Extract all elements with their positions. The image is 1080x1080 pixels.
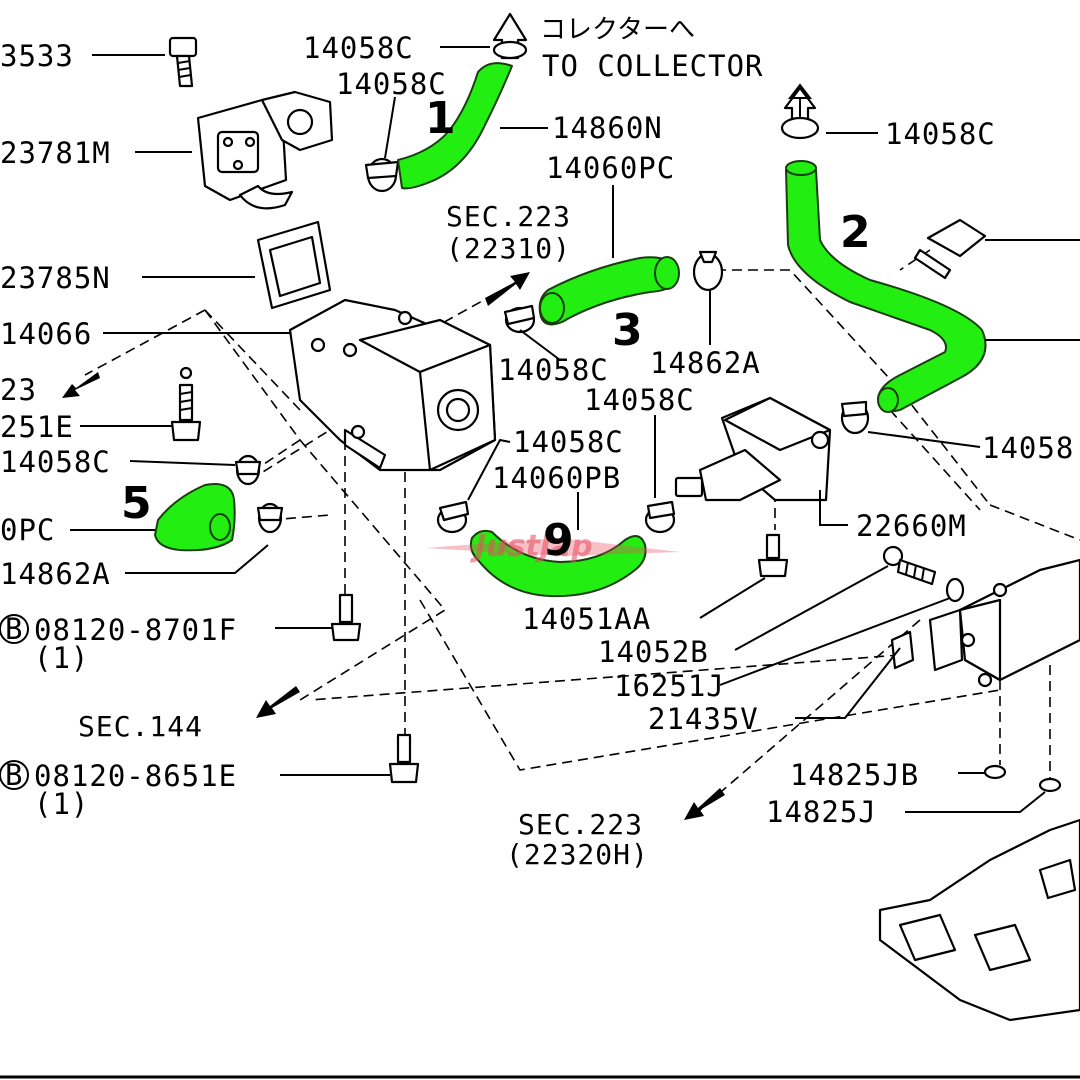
intake-manifold xyxy=(878,818,1080,1022)
bolts-vertical xyxy=(330,533,789,784)
aac-valve-body xyxy=(288,298,497,472)
callout-qty-1: (1) xyxy=(34,641,89,675)
section-ref-223b-line1: SEC.223 xyxy=(518,808,643,841)
watermark-text: JustJap xyxy=(470,529,593,564)
leader-lines xyxy=(70,46,1080,813)
throttle-valve-23781m xyxy=(196,90,334,210)
callout-21435v: 21435V xyxy=(648,702,759,736)
callout-qty-1: (1) xyxy=(34,787,89,821)
callout-14825jb: 14825JB xyxy=(790,758,919,792)
callout-labels: 3533 14058C 14058C 14860N 23781M 14058C … xyxy=(0,31,1074,829)
hose-number-1: 1 xyxy=(425,93,456,144)
section-ref-223b-line2: (22320H) xyxy=(506,838,649,871)
callout-14058c: 14058C xyxy=(303,31,414,65)
bolt-marker-b: B xyxy=(5,612,23,646)
callout-14058c: 14058C xyxy=(498,353,609,387)
section-ref-223-line2: (22310) xyxy=(446,232,571,265)
callout-14058c: 14058C xyxy=(584,383,695,417)
hose-1-14860n xyxy=(397,62,513,190)
callout-16251j: 16251J xyxy=(614,669,725,703)
watermark: JustJap xyxy=(425,529,680,564)
callout-14860n: 14860N xyxy=(552,111,663,145)
bolt-marker-b: B xyxy=(5,758,23,792)
callout-14058c: 14058C xyxy=(336,67,447,101)
gasket-23785n xyxy=(256,220,332,310)
hose-3-14060pc xyxy=(538,256,680,326)
callout-08120-8701f: 08120-8701F xyxy=(34,613,237,647)
callout-0pc: 0PC xyxy=(0,513,55,547)
section-arrows xyxy=(62,83,813,820)
gasket-16251j xyxy=(890,608,964,672)
callout-23: 23 xyxy=(0,373,37,407)
callout-23781m: 23781M xyxy=(0,136,111,170)
section-ref-144: SEC.144 xyxy=(78,710,203,743)
callout-23785n: 23785N xyxy=(0,261,111,295)
callout-14058c: 14058C xyxy=(513,425,624,459)
hose-numbers: 1 2 3 5 9 xyxy=(121,93,871,566)
hose-2 xyxy=(785,160,987,413)
section-references: SEC.223 (22310) SEC.144 SEC.223 (22320H) xyxy=(78,200,649,871)
callout-14862a: 14862A xyxy=(0,557,111,591)
hose-9-14060pb xyxy=(469,529,647,598)
callout-14060pb: 14060PB xyxy=(492,461,621,495)
hose-number-5: 5 xyxy=(121,478,152,529)
callout-14052b: 14052B xyxy=(598,635,709,669)
callout-14060pc: 14060PC xyxy=(546,151,675,185)
hose-5-14060pc xyxy=(154,483,236,552)
callout-14066: 14066 xyxy=(0,317,92,351)
bolt-markers: B B xyxy=(0,612,29,792)
collector-fitting xyxy=(492,12,820,140)
bolt-14052b xyxy=(882,545,965,603)
clamps-center xyxy=(364,157,987,534)
callout-14862a: 14862A xyxy=(650,346,761,380)
collector-label-en: TO COLLECTOR xyxy=(542,49,764,83)
callout-14051aa: 14051AA xyxy=(522,602,651,636)
collector-label-jp: コレクターへ xyxy=(540,15,695,45)
callout-251e: 251E xyxy=(0,410,74,444)
hose-number-9: 9 xyxy=(543,515,574,566)
fuel-rail-assembly xyxy=(958,558,1080,793)
callout-14058: 14058 xyxy=(982,431,1074,465)
section-ref-223-line1: SEC.223 xyxy=(446,200,571,233)
hose-number-3: 3 xyxy=(612,305,643,356)
callout-08120-8651e: 08120-8651E xyxy=(34,759,237,793)
callout-22660m: 22660M xyxy=(856,509,967,543)
callout-14825j: 14825J xyxy=(766,795,877,829)
bolt-251e xyxy=(170,366,202,442)
clamps-left xyxy=(234,454,284,534)
callout-14058c: 14058C xyxy=(0,445,111,479)
callout-3533: 3533 xyxy=(0,39,74,73)
valve-22660m xyxy=(674,396,832,502)
hose-number-2: 2 xyxy=(840,207,871,258)
callout-14058c: 14058C xyxy=(885,117,996,151)
bolt-top-left xyxy=(168,36,198,88)
